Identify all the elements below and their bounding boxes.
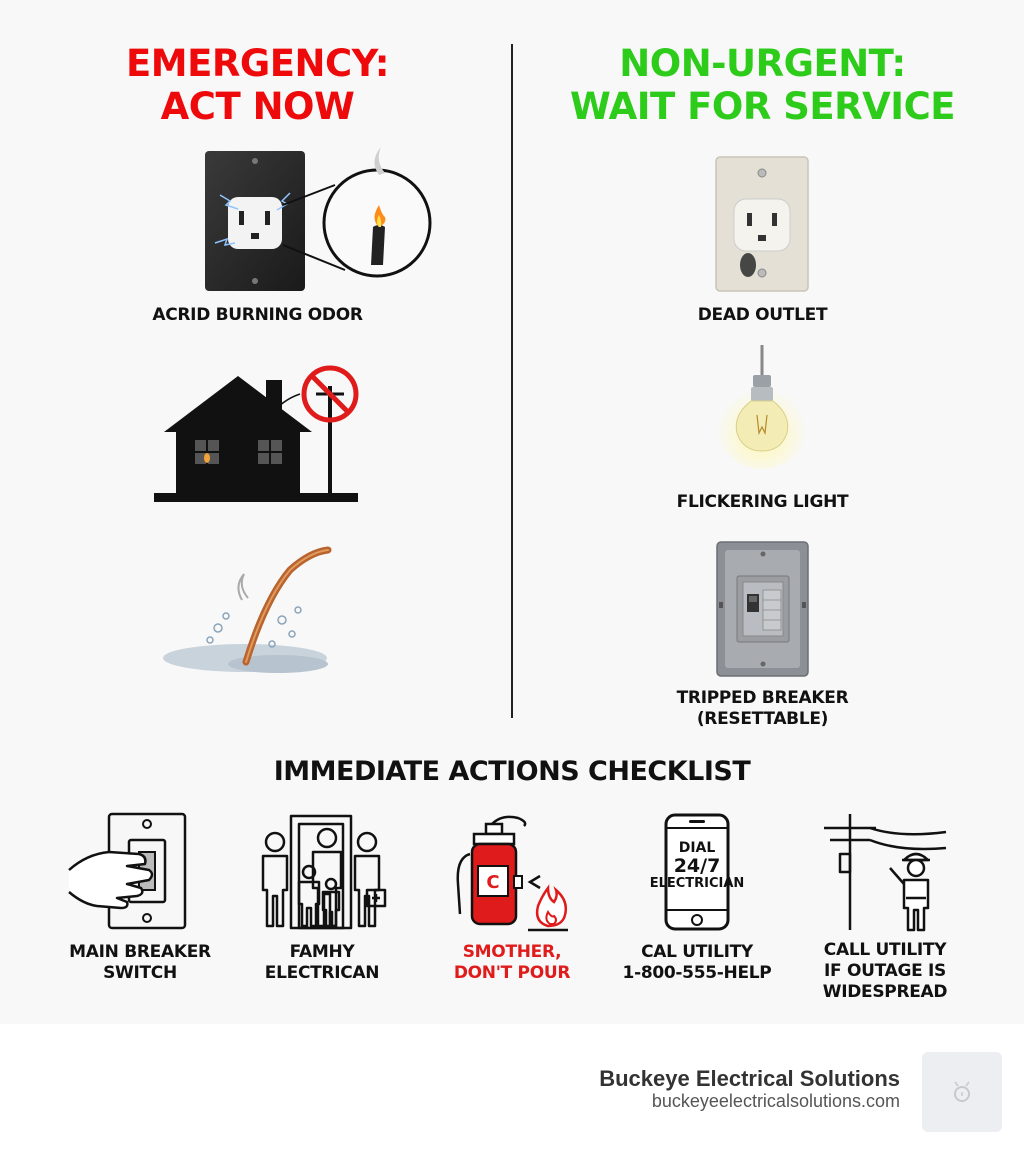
emergency-item-label: ACRID BURNING ODOR [152,305,363,325]
checklist-item-5-line1: CALL UTILITY [823,940,947,960]
non-urgent-heading: NON-URGENT: WAIT FOR SERVICE [560,42,965,128]
emergency-heading: EMERGENCY: ACT NOW [100,42,415,128]
brand-url[interactable]: buckeyeelectricalsolutions.com [651,1091,900,1111]
wire-water-icon [160,540,365,680]
checklist-item-label: CALL UTILITY IF OUTAGE IS WIDESPREAD [785,940,985,1003]
phone-screen-hours: 24/7 [673,855,721,877]
checklist-item-label: CAL UTILITY 1-800-555-HELP [597,942,797,984]
checklist-item-5-line2: IF OUTAGE IS [824,961,946,981]
footer [0,1024,1024,1154]
phone-screen: DIAL 24/7 ELECTRICIAN [643,840,751,892]
checklist-title: IMMEDIATE ACTIONS CHECKLIST [273,756,751,787]
tripped-breaker-line1: TRIPPED BREAKER [676,688,849,708]
phone-screen-dial: DIAL [678,840,716,856]
house-outage-icon [150,360,365,505]
breaker-panel-icon [715,540,810,678]
phone-screen-electrician: ELECTRICIAN [649,876,745,891]
column-divider [511,44,513,718]
checklist-item-2-line1: FAMHY [289,942,355,962]
checklist-item-4-line2: 1-800-555-HELP [622,963,772,983]
non-urgent-heading-line2: WAIT FOR SERVICE [569,85,956,128]
checklist-item-1-line1: MAIN BREAKER [69,942,211,962]
non-urgent-item-label: TRIPPED BREAKER (RESETTABLE) [640,688,885,730]
logo-icon [922,1052,1002,1132]
checklist-item-label: MAIN BREAKER SWITCH [40,942,240,984]
brand-name[interactable]: Buckeye Electrical Solutions [599,1066,900,1091]
checklist-item-3-line2: DON'T POUR [453,963,571,983]
burning-outlet-icon [195,135,440,295]
phone-icon [663,812,731,932]
checklist-item-label: SMOTHER, DON'T POUR [412,942,612,984]
tripped-breaker-line2: (RESETTABLE) [696,709,829,729]
family-exit-icon [255,812,390,932]
checklist-item-5-line3: WIDESPREAD [822,982,948,1002]
fire-extinguisher-icon: C [452,814,572,932]
checklist-item-2-line2: ELECTRICAN [264,963,380,983]
emergency-heading-line2: ACT NOW [160,85,355,128]
svg-text:C: C [486,872,499,893]
checklist-item-3-line1: SMOTHER, [462,942,562,962]
non-urgent-item-label: FLICKERING LIGHT [676,492,849,512]
non-urgent-item-label: DEAD OUTLET [697,305,828,325]
dead-outlet-icon [712,155,812,295]
checklist-item-label: FAMHY ELECTRICAN [222,942,422,984]
checklist-item-1-line2: SWITCH [103,963,177,983]
utility-worker-icon [820,810,950,932]
emergency-heading-line1: EMERGENCY: [126,42,390,85]
breaker-switch-hand-icon [65,812,190,932]
checklist-item-4-line1: CAL UTILITY [641,942,753,962]
flickering-bulb-icon [715,345,810,470]
non-urgent-heading-line1: NON-URGENT: [619,42,906,85]
